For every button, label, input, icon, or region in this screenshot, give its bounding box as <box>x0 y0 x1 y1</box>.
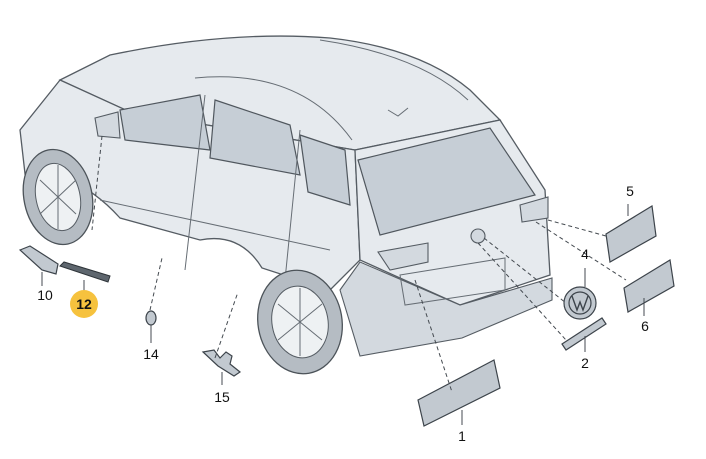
part-15-clip[interactable] <box>201 349 242 377</box>
part-1-plate-carrier[interactable] <box>417 359 501 427</box>
part-2-strip[interactable] <box>561 317 607 351</box>
callout-1: 1 <box>458 428 466 444</box>
part-6-plate[interactable] <box>623 259 675 313</box>
part-5-plate[interactable] <box>605 205 657 263</box>
callout-12-highlighted: 12 <box>70 290 98 318</box>
callout-5: 5 <box>626 183 634 199</box>
callout-15: 15 <box>214 389 230 405</box>
part-10-trim[interactable] <box>18 245 59 275</box>
callout-10: 10 <box>37 287 53 303</box>
part-14-cap[interactable] <box>145 310 157 326</box>
callout-2: 2 <box>581 355 589 371</box>
callout-6: 6 <box>641 318 649 334</box>
part-12-strip[interactable] <box>59 261 111 283</box>
callout-14: 14 <box>143 346 159 362</box>
vehicle-illustration <box>19 35 553 375</box>
leader-lines <box>41 135 645 425</box>
callout-4: 4 <box>581 246 589 262</box>
part-4-emblem[interactable] <box>563 286 597 320</box>
